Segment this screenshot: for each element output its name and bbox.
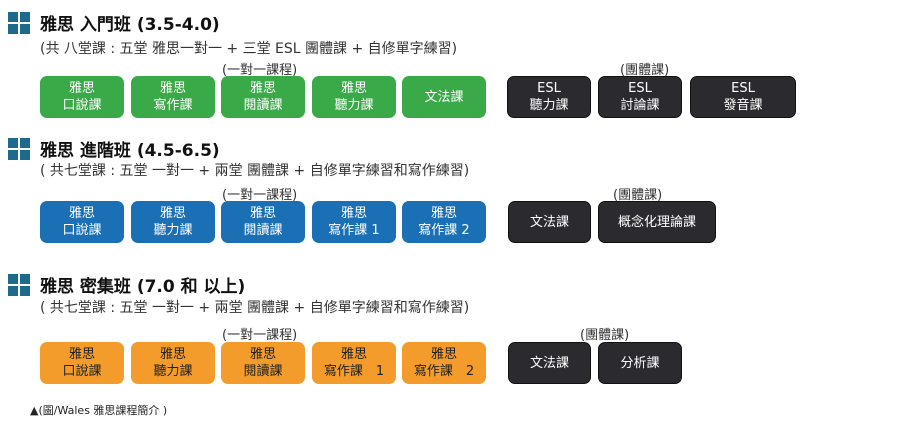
group-label: (團體課) [580, 328, 630, 343]
group-course-button[interactable]: ESL 討論課 [598, 76, 682, 118]
one-on-one-label: (一對一課程) [222, 328, 298, 343]
course-button[interactable]: 雅思 閱讀課 [221, 201, 305, 243]
course-button[interactable]: 雅思 聽力課 [131, 201, 215, 243]
one-on-one-label: (一對一課程) [222, 63, 298, 78]
section-title: 雅思 進階班 (4.5-6.5) [40, 141, 220, 161]
course-button[interactable]: 雅思 寫作課 2 [402, 342, 486, 384]
group-course-button[interactable]: ESL 聽力課 [507, 76, 591, 118]
course-button[interactable]: 雅思 聽力課 [312, 76, 396, 118]
section-icon [8, 12, 30, 34]
course-button[interactable]: 雅思 寫作課 2 [402, 201, 486, 243]
course-button[interactable]: 雅思 口說課 [40, 342, 124, 384]
section-subtitle: ( 共七堂課 : 五堂 一對一 + 兩堂 團體課 + 自修單字練習和寫作練習) [40, 300, 470, 316]
course-button[interactable]: 雅思 閱讀課 [221, 76, 305, 118]
image-caption: ▲(圖/Wales 雅思課程簡介 ) [30, 404, 168, 417]
section-icon [8, 274, 30, 296]
group-course-button[interactable]: 分析課 [598, 342, 682, 384]
course-button[interactable]: 雅思 聽力課 [131, 342, 215, 384]
section-title: 雅思 入門班 (3.5-4.0) [40, 15, 220, 35]
course-button[interactable]: 雅思 口說課 [40, 76, 124, 118]
section-subtitle: (共 八堂課 : 五堂 雅思一對一 + 三堂 ESL 團體課 + 自修單字練習) [40, 41, 458, 57]
group-course-button[interactable]: 概念化理論課 [598, 201, 716, 243]
section-title: 雅思 密集班 (7.0 和 以上) [40, 277, 246, 297]
course-button[interactable]: 雅思 寫作課 1 [312, 201, 396, 243]
section-icon [8, 138, 30, 160]
group-course-button[interactable]: 文法課 [508, 201, 591, 243]
group-course-button[interactable]: ESL 發音課 [690, 76, 796, 118]
group-course-button[interactable]: 文法課 [508, 342, 591, 384]
course-button[interactable]: 文法課 [402, 76, 486, 118]
course-button[interactable]: 雅思 寫作課 1 [312, 342, 396, 384]
group-label: (團體課) [613, 188, 663, 203]
one-on-one-label: (一對一課程) [222, 188, 298, 203]
course-button[interactable]: 雅思 閱讀課 [221, 342, 305, 384]
group-label: (團體課) [620, 63, 670, 78]
course-button[interactable]: 雅思 寫作課 [131, 76, 215, 118]
section-subtitle: ( 共七堂課 : 五堂 一對一 + 兩堂 團體課 + 自修單字練習和寫作練習) [40, 163, 470, 179]
course-button[interactable]: 雅思 口說課 [40, 201, 124, 243]
